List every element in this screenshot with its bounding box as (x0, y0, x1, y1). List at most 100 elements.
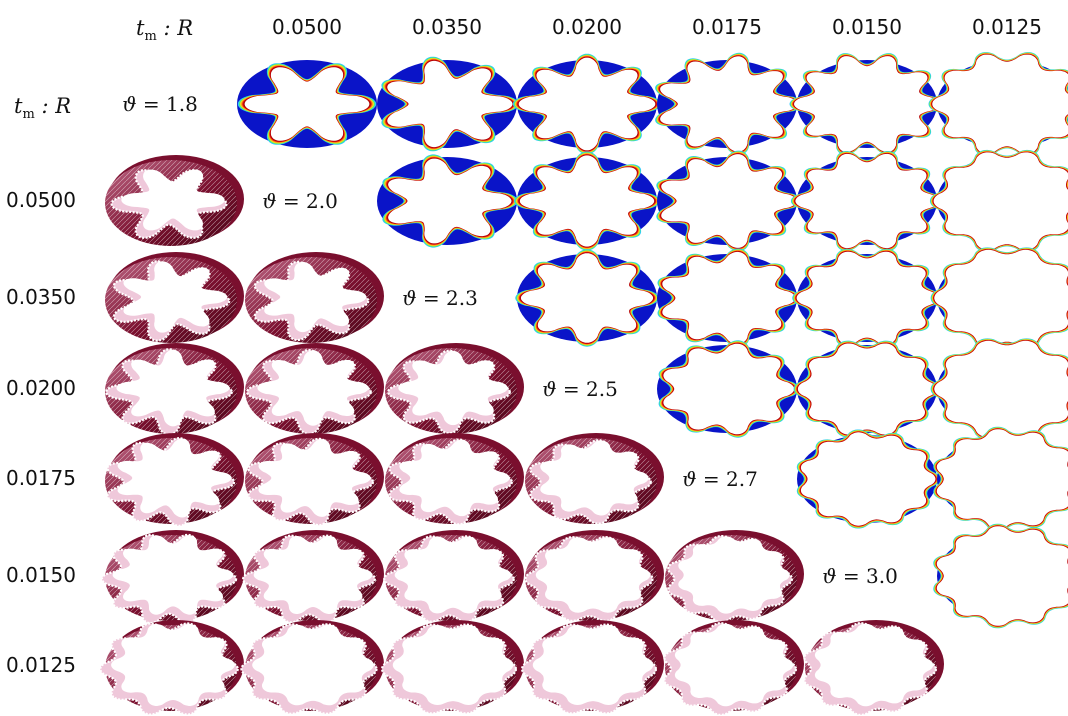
hole-cutout (934, 249, 1068, 347)
hole-cutout (794, 56, 940, 152)
column-header: 0.0500 (272, 15, 342, 39)
contour-plot (792, 248, 942, 348)
contour-plot (793, 340, 941, 438)
contour-plot (515, 249, 659, 347)
theta-label: ϑ = 2.7 (682, 467, 758, 491)
corner-var: t (14, 94, 23, 118)
hole-cutout (117, 438, 232, 518)
hole-cutout (660, 56, 798, 152)
hole-cutout (795, 153, 939, 249)
mesh-model (665, 530, 804, 623)
contour-plot (933, 523, 1068, 629)
mesh-model (105, 252, 244, 343)
theta-label: ϑ = 2.0 (262, 189, 338, 213)
hole-cutout (258, 439, 371, 517)
hole-cutout (796, 251, 938, 345)
hole-cutout (253, 536, 373, 614)
hole-cutout (394, 536, 512, 614)
mesh-model (524, 530, 664, 623)
mesh-model (240, 620, 384, 715)
mesh-model (104, 343, 244, 436)
column-header: 0.0175 (692, 15, 762, 39)
row-header: 0.0200 (6, 376, 76, 400)
mesh-model (99, 620, 244, 716)
hole-cutout (388, 158, 512, 244)
corner-rest: : R (34, 94, 72, 118)
contour-plot (657, 248, 801, 348)
hole-cutout (933, 152, 1068, 250)
theta-label: ϑ = 3.0 (822, 564, 898, 588)
mesh-model (105, 433, 244, 528)
hole-cutout (797, 343, 937, 435)
mesh-model (105, 155, 244, 246)
corner-var: t (136, 16, 145, 40)
contour-plot (377, 154, 518, 248)
row-header: 0.0500 (6, 188, 76, 212)
contour-plot (237, 60, 377, 148)
mesh-model (383, 530, 524, 623)
corner-sub: m (144, 29, 157, 45)
corner-sub: m (22, 107, 35, 123)
row-header: 0.0150 (6, 563, 76, 587)
mesh-model (241, 530, 384, 624)
hole-cutout (398, 350, 508, 426)
hole-cutout (123, 261, 228, 333)
contour-plot (657, 340, 800, 438)
row-header: 0.0125 (6, 653, 76, 677)
hole-cutout (112, 535, 234, 615)
contour-plot (796, 429, 940, 529)
hole-cutout (662, 251, 796, 345)
hole-cutout (111, 624, 235, 706)
hole-cutout (814, 623, 934, 707)
hole-cutout (932, 54, 1068, 154)
contour-plot (656, 150, 802, 252)
hole-cutout (244, 67, 370, 141)
hole-cutout (678, 536, 790, 614)
mesh-model (525, 433, 664, 525)
corner-rest: : R (156, 16, 194, 40)
mesh-model (663, 620, 804, 716)
contour-plot (514, 151, 660, 251)
hole-cutout (936, 429, 1068, 529)
contour-plot (377, 56, 519, 152)
hole-cutout (252, 624, 374, 706)
corner-label-top: tm : R (136, 16, 193, 44)
hole-cutout (121, 169, 225, 231)
hole-cutout (392, 625, 514, 705)
contour-plot (928, 52, 1068, 156)
contour-plot (790, 151, 944, 251)
hole-cutout (518, 57, 656, 151)
hole-cutout (540, 440, 649, 516)
hole-cutout (399, 439, 510, 517)
row-header: 0.0350 (6, 285, 76, 309)
contour-plot (930, 338, 1068, 440)
contour-plot (789, 53, 945, 155)
hole-cutout (535, 537, 651, 613)
hole-cutout (116, 349, 230, 427)
theta-label: ϑ = 1.8 (122, 92, 198, 116)
column-header: 0.0125 (972, 15, 1042, 39)
theta-label: ϑ = 2.3 (402, 286, 478, 310)
contour-plot (655, 52, 803, 156)
contour-plot (930, 247, 1068, 349)
hole-cutout (936, 526, 1068, 626)
contour-plot (929, 149, 1068, 253)
theta-label: ϑ = 2.5 (542, 377, 618, 401)
mesh-model (520, 620, 664, 715)
mesh-model (385, 343, 524, 435)
corner-label-left: tm : R (14, 94, 71, 122)
hole-cutout (661, 154, 797, 248)
hole-cutout (519, 155, 655, 247)
hole-cutout (520, 253, 654, 343)
column-header: 0.0200 (552, 15, 622, 39)
mesh-model (245, 433, 384, 527)
mesh-model (385, 433, 524, 526)
row-header: 0.0175 (6, 466, 76, 490)
hole-cutout (800, 432, 936, 526)
mesh-model (380, 620, 524, 715)
column-header: 0.0350 (412, 15, 482, 39)
mesh-model (803, 620, 944, 716)
hole-cutout (387, 60, 513, 148)
contour-plot (512, 53, 662, 155)
